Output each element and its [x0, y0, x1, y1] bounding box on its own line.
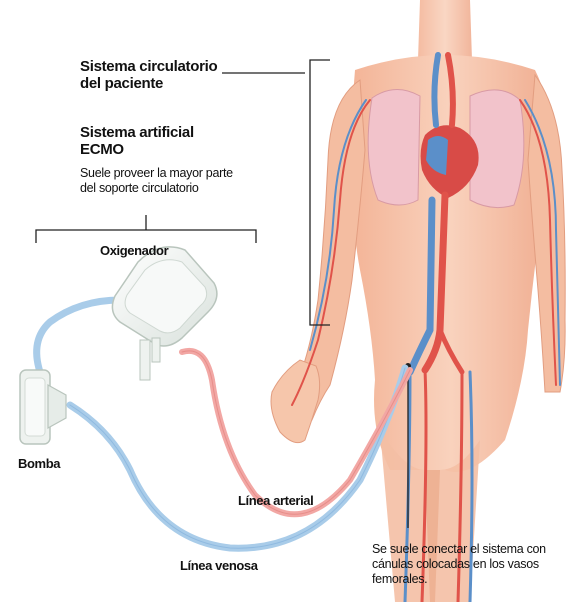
pump-oxygenator-tube — [37, 300, 120, 372]
patient-system-title: Sistema circulatorio del paciente — [80, 58, 217, 92]
ecmo-title-line1: Sistema artificial — [80, 124, 194, 141]
cannula-note: Se suele conectar el sistema con cánulas… — [372, 542, 546, 587]
pump-label: Bomba — [18, 456, 60, 471]
ecmo-title: Sistema artificial ECMO — [80, 124, 194, 158]
patient-system-title-line2: del paciente — [80, 75, 217, 92]
ecmo-description-line2: del soporte circulatorio — [80, 181, 233, 196]
tubes — [37, 300, 410, 548]
arterial-line-label: Línea arterial — [238, 493, 313, 508]
cannula-note-line2: cánulas colocadas en los vasos — [372, 557, 546, 572]
venous-tube — [70, 368, 405, 548]
ecmo-description: Suele proveer la mayor parte del soporte… — [80, 166, 233, 196]
cannula-note-line1: Se suele conectar el sistema con — [372, 542, 546, 557]
bracket-ecmo — [36, 215, 256, 243]
venous-line-label: Línea venosa — [180, 558, 258, 573]
ecmo-title-line2: ECMO — [80, 141, 194, 158]
patient-system-title-line1: Sistema circulatorio — [80, 58, 217, 75]
cannula-note-line3: femorales. — [372, 572, 546, 587]
bracket-patient — [222, 60, 330, 325]
hand-left — [271, 360, 320, 443]
pump-device — [20, 370, 66, 444]
oxygenator-label: Oxigenador — [100, 243, 168, 258]
neck — [418, 0, 472, 60]
ecmo-description-line1: Suele proveer la mayor parte — [80, 166, 233, 181]
